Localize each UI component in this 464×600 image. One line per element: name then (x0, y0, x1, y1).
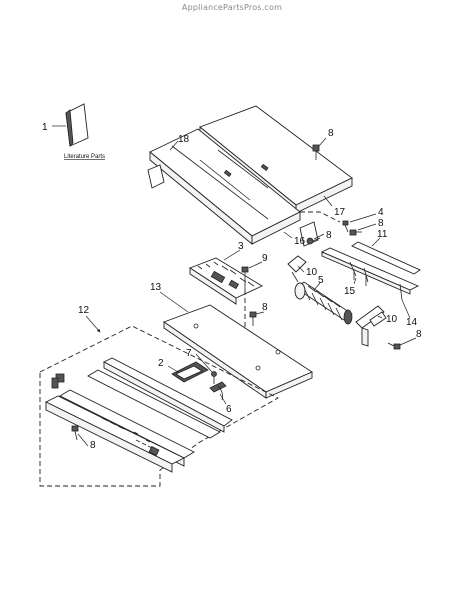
callout-10-lower: 10 (386, 314, 398, 325)
callout-7: 7 (186, 348, 192, 359)
bracket-14 (320, 247, 420, 301)
callout-1: 1 (42, 122, 48, 133)
watermark: AppliancePartsPros.com (181, 3, 283, 12)
control-panel-mount-13 (163, 304, 313, 399)
callout-8-right-upper: 8 (378, 218, 384, 229)
screw-9 (241, 266, 249, 290)
screw-4-bracket (342, 220, 349, 233)
callout-8-left-lower: 8 (90, 440, 96, 451)
control-board-3 (189, 257, 263, 305)
harness-6 (209, 381, 227, 401)
callout-14: 14 (406, 317, 418, 328)
switch-module-2 (171, 361, 209, 383)
clip-7 (211, 371, 217, 384)
callout-6: 6 (226, 404, 232, 415)
literature-parts-caption: Literature Parts (64, 154, 105, 160)
screw-8-right-upper (349, 229, 362, 236)
literature-booklet (52, 103, 89, 147)
callout-9: 9 (262, 253, 268, 264)
callout-15: 15 (344, 286, 356, 297)
callout-8-top: 8 (328, 128, 334, 139)
screw-8-top (312, 144, 320, 160)
bracket-10-lower (355, 305, 387, 347)
callout-11: 11 (377, 229, 388, 240)
callout-8-right-middle: 8 (326, 230, 332, 241)
gasket-11 (351, 241, 421, 275)
screw-8-center (244, 290, 257, 355)
callout-2: 2 (158, 358, 164, 369)
screw-15 (353, 270, 367, 286)
callout-8-center: 8 (262, 302, 268, 313)
callout-12: 12 (78, 305, 90, 316)
vent-trim-assembly (147, 105, 353, 247)
callout-4: 4 (378, 207, 384, 218)
callout-8-right-lower: 8 (416, 329, 422, 340)
callout-10-upper: 10 (306, 267, 318, 278)
screw-8-right-middle (306, 237, 321, 245)
callout-17: 17 (334, 207, 346, 218)
front-glass-panel (44, 395, 186, 473)
callout-3: 3 (238, 241, 244, 252)
clip-10-upper (287, 255, 307, 283)
screw-8-left-lower (71, 425, 79, 441)
callout-18: 18 (178, 134, 190, 145)
cooling-fan-5 (294, 281, 353, 325)
callout-16: 16 (294, 236, 306, 247)
screw-8-right-lower (387, 342, 401, 350)
control-frame (87, 357, 233, 439)
callout-5: 5 (318, 275, 324, 286)
callout-13: 13 (150, 282, 162, 293)
